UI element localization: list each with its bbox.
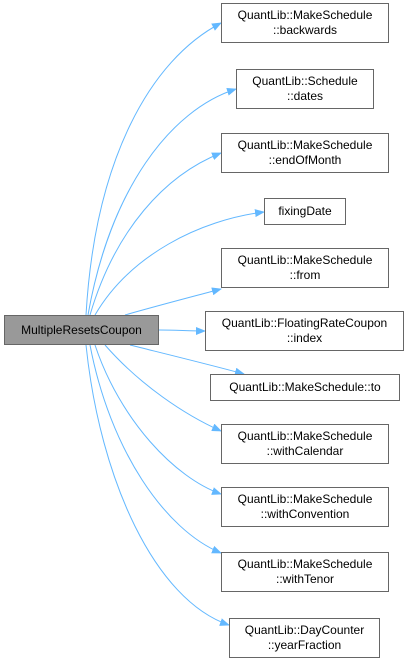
- node-makeschedule-from[interactable]: QuantLib::MakeSchedule ::from: [221, 248, 389, 288]
- node-label-line1: QuantLib::Schedule: [252, 74, 358, 88]
- node-makeschedule-withtenor[interactable]: QuantLib::MakeSchedule ::withTenor: [221, 552, 389, 592]
- node-floatingratecoupon-index[interactable]: QuantLib::FloatingRateCoupon ::index: [205, 311, 404, 351]
- node-makeschedule-withconvention[interactable]: QuantLib::MakeSchedule ::withConvention: [221, 487, 389, 527]
- node-label-line2: ::index: [286, 331, 323, 345]
- node-makeschedule-to[interactable]: QuantLib::MakeSchedule::to: [210, 374, 400, 401]
- node-daycounter-yearfraction[interactable]: QuantLib::DayCounter ::yearFraction: [229, 618, 380, 658]
- node-makeschedule-backwards[interactable]: QuantLib::MakeSchedule ::backwards: [221, 3, 389, 43]
- node-label-line2: ::yearFraction: [267, 638, 342, 652]
- node-label-line2: ::withTenor: [275, 572, 335, 586]
- call-edge-1: [87, 87, 237, 316]
- node-label-line2: ::dates: [286, 89, 324, 103]
- call-edge-7: [104, 344, 222, 432]
- node-makeschedule-withcalendar[interactable]: QuantLib::MakeSchedule ::withCalendar: [221, 424, 389, 464]
- node-label-line1: QuantLib::MakeSchedule: [237, 253, 373, 267]
- node-label: MultipleResetsCoupon: [21, 322, 142, 337]
- node-schedule-dates[interactable]: QuantLib::Schedule ::dates: [236, 69, 374, 109]
- call-edge-10: [85, 344, 230, 626]
- call-edge-5: [158, 326, 206, 335]
- call-edge-9: [89, 344, 222, 554]
- call-edge-4: [124, 287, 222, 316]
- node-label: fixingDate: [278, 204, 332, 218]
- call-edge-6: [129, 344, 245, 376]
- call-edge-8: [94, 344, 222, 495]
- call-edge-3: [94, 209, 265, 316]
- node-label-line2: ::from: [289, 268, 321, 282]
- node-label-line2: ::withConvention: [260, 507, 350, 521]
- node-fixing-date[interactable]: fixingDate: [264, 198, 346, 225]
- node-label-line2: ::endOfMonth: [268, 153, 342, 167]
- node-label-line1: QuantLib::MakeSchedule: [237, 429, 373, 443]
- node-multiple-resets-coupon[interactable]: MultipleResetsCoupon: [4, 315, 159, 345]
- node-label-line1: QuantLib::MakeSchedule: [237, 557, 373, 571]
- node-makeschedule-endofmonth[interactable]: QuantLib::MakeSchedule ::endOfMonth: [221, 133, 389, 173]
- node-label-line1: QuantLib::DayCounter: [244, 623, 365, 637]
- node-label-line1: QuantLib::MakeSchedule: [237, 138, 373, 152]
- node-label-line1: QuantLib::FloatingRateCoupon: [221, 316, 388, 330]
- call-edge-2: [89, 152, 222, 316]
- node-label-line1: QuantLib::MakeSchedule: [237, 492, 373, 506]
- node-label-line2: ::withCalendar: [266, 444, 344, 458]
- node-label-line2: ::backwards: [272, 23, 338, 37]
- call-edge-0: [85, 22, 222, 316]
- node-label: QuantLib::MakeSchedule::to: [229, 380, 381, 394]
- node-label-line1: QuantLib::MakeSchedule: [237, 8, 373, 22]
